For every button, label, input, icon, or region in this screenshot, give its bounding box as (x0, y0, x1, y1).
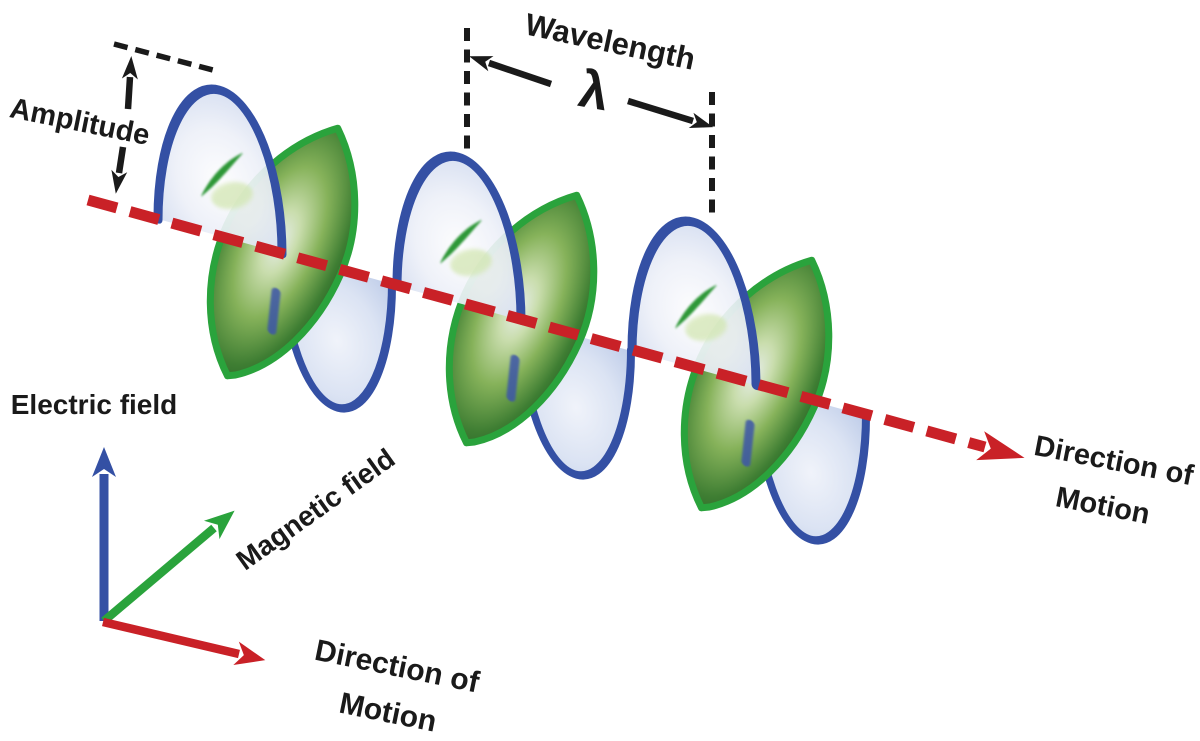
propagation-axis-arrow (86, 194, 1025, 461)
wavelength-arrow-right (627, 97, 714, 129)
amplitude-guide-dashed-line (113, 41, 214, 73)
magnetic-highlight-glow (211, 182, 253, 209)
wavelength-arrow-left (469, 56, 553, 88)
direction-of-motion-right: Direction of Motion (1032, 430, 1197, 531)
magnetic-swoosh-through-lobe (200, 152, 244, 197)
direction-right-line1: Direction of (1032, 430, 1197, 492)
amplitude-arrow-down (111, 146, 128, 194)
lower-lobe-edge-sliver (741, 419, 755, 467)
electric-field-label: Electric field (11, 389, 178, 420)
magnetic-field-label: Magnetic field (230, 442, 400, 576)
magnetic-swoosh-through-lobe (439, 219, 483, 264)
magnetic-field-axis-arrow (101, 510, 235, 625)
direction-right-line2: Motion (1053, 481, 1152, 531)
direction-bottom-line1: Direction of (312, 634, 483, 700)
wave-unit (153, 84, 396, 413)
magnetic-highlight-glow (685, 314, 727, 341)
field-axes-triad: Electric field Magnetic field Direction … (11, 389, 483, 739)
motion-axis-arrow (102, 617, 266, 665)
direction-bottom-line2: Motion (336, 687, 439, 739)
wave-unit (627, 216, 870, 545)
magnetic-swoosh-through-lobe (674, 284, 718, 329)
electric-field-lobe-upper (392, 151, 526, 326)
wavelength-annotation: Wavelength λ (464, 7, 715, 213)
lower-lobe-edge-sliver (267, 287, 281, 335)
lambda-symbol: λ (575, 60, 614, 122)
amplitude-arrow-up (121, 56, 138, 110)
magnetic-highlight-glow (450, 249, 492, 276)
lower-lobe-edge-sliver (506, 354, 520, 402)
